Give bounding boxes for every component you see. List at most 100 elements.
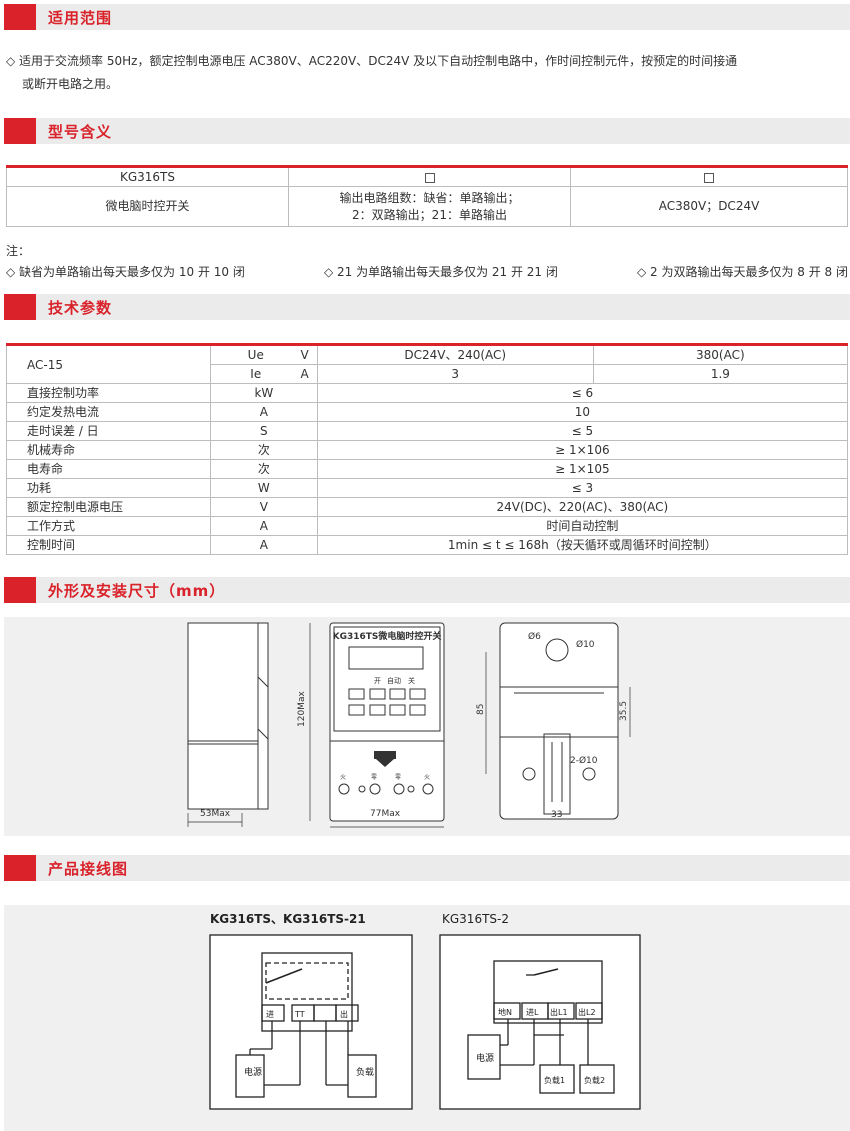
spec-name: 机械寿命 <box>6 440 211 460</box>
spec-unit: 次 <box>210 459 318 479</box>
spec-table: AC-15 Ue V DC24V、240(AC) 380(AC) Ie A 3 … <box>6 343 849 555</box>
spec-unit: S <box>210 421 318 441</box>
wiring-diagram-1-title: KG316TS、KG316TS-21 <box>210 912 366 926</box>
spec-unit: A <box>210 535 318 555</box>
note-item: ◇ 21 为单路输出每天最多仅为 21 开 21 闭 <box>323 265 558 279</box>
spec-value: ≤ 6 <box>316 383 849 403</box>
table-row: 机械寿命次≥ 1×106 <box>6 440 849 460</box>
spec-name: 约定发热电流 <box>6 402 211 422</box>
spec-value: 时间自动控制 <box>316 516 849 536</box>
terminal-label: 出L1 <box>550 1007 568 1017</box>
model-code-cell: KG316TS <box>6 166 289 187</box>
notes-list: ◇ 缺省为单路输出每天最多仅为 10 开 10 闭 ◇ 21 为单路输出每天最多… <box>6 263 848 280</box>
terminal-label: 火 <box>424 774 430 781</box>
dim-label-side-width: 53Max <box>200 809 231 819</box>
note-item: ◇ 缺省为单路输出每天最多仅为 10 开 10 闭 <box>6 265 245 279</box>
spec-unit: A <box>210 516 318 536</box>
dim-label-front-width: 77Max <box>370 809 401 819</box>
model-table: KG316TS 微电脑时控开关 输出电路组数：缺省：单路输出； 2：双路输出；2… <box>6 165 848 227</box>
scope-paragraph: ◇ 适用于交流频率 50Hz，额定控制电源电压 AC380V、AC220V、DC… <box>6 50 848 96</box>
table-row: 电寿命次≥ 1×105 <box>6 459 849 479</box>
wiring-diagram-1 <box>209 934 413 1110</box>
terminal-label: 出 <box>340 1009 348 1019</box>
section-title: 技术参数 <box>48 298 113 317</box>
section-header-scope: 适用范围 <box>4 4 850 30</box>
wiring-panel: KG316TS、KG316TS-21 进 TT 出 电源 负载 KG <box>4 905 850 1131</box>
section-header-wiring: 产品接线图 <box>4 855 850 881</box>
spec-unit: V <box>210 497 318 517</box>
front-label: 关 <box>408 676 415 685</box>
front-title: KG316TS微电脑时控开关 <box>333 630 442 642</box>
spec-ue-val1: DC24V、240(AC) <box>316 344 594 365</box>
table-row: KG316TS <box>6 166 848 187</box>
spec-ue-unit: V <box>300 344 318 365</box>
terminal-label: 零 <box>371 774 377 781</box>
section-marker <box>4 855 36 881</box>
spec-name: 直接控制功率 <box>6 383 211 403</box>
dimension-panel: 53Max KG316TS微电脑时控开关 开 自动 关 火 零 零 火 120M… <box>4 617 850 836</box>
spec-ue-val2: 380(AC) <box>592 344 849 365</box>
front-view <box>309 622 445 828</box>
spec-unit: W <box>210 478 318 498</box>
dim-label-front-height: 120Max <box>297 691 307 727</box>
spec-value: 10 <box>316 402 849 422</box>
spec-value: ≤ 5 <box>316 421 849 441</box>
model-output-line-2: 2：双路输出；21：单路输出 <box>352 207 507 222</box>
model-checkbox-cell <box>570 166 848 187</box>
spec-value: 1min ≤ t ≤ 168h（按天循环或周循环时间控制） <box>316 535 849 555</box>
table-row: AC-15 Ue V DC24V、240(AC) 380(AC) <box>6 344 849 384</box>
model-voltage-cell: AC380V；DC24V <box>570 186 848 227</box>
model-output-cell: 输出电路组数：缺省：单路输出； 2：双路输出；21：单路输出 <box>288 186 571 227</box>
terminal-label: 地N <box>498 1007 512 1017</box>
front-label: 自动 <box>387 676 401 685</box>
dim-label-back-width: 33 <box>551 810 562 820</box>
spec-unit: A <box>210 402 318 422</box>
section-marker <box>4 577 36 603</box>
side-view <box>187 622 269 827</box>
checkbox-icon <box>704 172 714 183</box>
scope-line-2: 或断开电路之用。 <box>22 77 119 91</box>
note-item: ◇ 2 为双路输出每天最多仅为 8 开 8 闭 <box>636 265 848 279</box>
front-arrow-icon <box>376 759 394 767</box>
spec-ie-label: Ie <box>210 364 301 384</box>
spec-unit: kW <box>210 383 318 403</box>
model-checkbox-cell <box>288 166 571 187</box>
spec-ue-label: Ue <box>210 344 301 365</box>
terminal-label: 火 <box>340 774 346 781</box>
terminal-label: 进 <box>266 1010 274 1019</box>
dim-label-back-sub: 35.5 <box>619 701 629 721</box>
spec-name: 控制时间 <box>6 535 211 555</box>
scope-line-1: ◇ 适用于交流频率 50Hz，额定控制电源电压 AC380V、AC220V、DC… <box>6 54 738 68</box>
notes-label: 注： <box>6 244 31 258</box>
spec-name: 功耗 <box>6 478 211 498</box>
terminal-label: 进L <box>526 1008 539 1017</box>
back-view <box>485 622 631 820</box>
wiring-drawing: KG316TS、KG316TS-21 进 TT 出 电源 负载 KG <box>209 912 641 1110</box>
model-output-line-1: 输出电路组数：缺省：单路输出； <box>339 190 520 205</box>
power-label: 电源 <box>244 1066 262 1078</box>
section-title: 适用范围 <box>48 8 113 27</box>
section-marker <box>4 4 36 30</box>
spec-name: 工作方式 <box>6 516 211 536</box>
front-label: 开 <box>374 677 381 685</box>
section-header-dims: 外形及安装尺寸（mm） <box>4 577 850 603</box>
spec-unit: 次 <box>210 440 318 460</box>
spec-name: 额定控制电源电压 <box>6 497 211 517</box>
section-title: 产品接线图 <box>48 859 129 878</box>
wiring-diagram-2 <box>439 934 641 1110</box>
terminal-label: 出L2 <box>578 1007 596 1017</box>
dimension-drawing: 53Max KG316TS微电脑时控开关 开 自动 关 火 零 零 火 120M… <box>187 622 631 828</box>
section-title: 外形及安装尺寸（mm） <box>48 581 226 600</box>
terminal-label: 零 <box>395 774 401 781</box>
dim-label-hole: Ø10 <box>576 639 595 650</box>
section-title: 型号含义 <box>48 122 113 141</box>
spec-ie-val2: 1.9 <box>592 364 849 384</box>
checkbox-icon <box>424 172 435 183</box>
